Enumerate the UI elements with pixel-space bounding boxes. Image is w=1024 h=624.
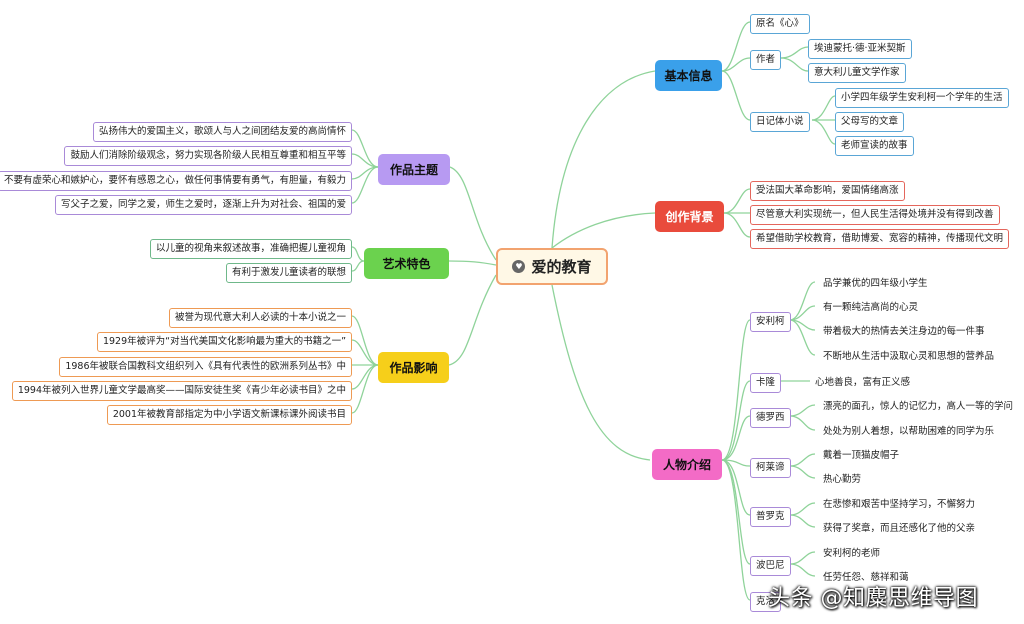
trait-derossi-1: 漂亮的面孔，惊人的记忆力，高人一等的学问 — [823, 401, 1014, 412]
heart-icon: ♥ — [512, 260, 526, 273]
center-topic[interactable]: ♥ 爱的教育 — [496, 248, 608, 285]
node-diary-novel[interactable]: 日记体小说 — [750, 112, 810, 132]
trait-coretti-2: 热心勤劳 — [823, 474, 862, 485]
node-diary-item-2[interactable]: 父母写的文章 — [835, 112, 905, 132]
trait-garrone-1: 心地善良，富有正义感 — [815, 377, 911, 388]
trait-precossi-2: 获得了奖章，而且还感化了他的父亲 — [823, 523, 976, 534]
node-character-derossi[interactable]: 德罗西 — [750, 408, 791, 428]
node-original-name[interactable]: 原名《心》 — [750, 14, 810, 34]
node-background-1[interactable]: 受法国大革命影响，爱国情绪高涨 — [750, 181, 905, 201]
node-author[interactable]: 作者 — [750, 50, 782, 70]
trait-enrico-3: 带着极大的热情去关注身边的每一件事 — [823, 326, 985, 337]
node-character-crossi[interactable]: 克洛 — [750, 592, 782, 612]
node-theme-2[interactable]: 鼓励人们消除阶级观念，努力实现各阶级人民相互尊重和相互平等 — [64, 146, 352, 166]
trait-perboni-1: 安利柯的老师 — [823, 548, 881, 559]
trait-perboni-2: 任劳任怨、慈祥和蔼 — [823, 572, 909, 583]
node-character-garrone[interactable]: 卡隆 — [750, 373, 782, 393]
node-author-name[interactable]: 埃迪蒙托·德·亚米契斯 — [808, 39, 912, 59]
node-author-desc[interactable]: 意大利儿童文学作家 — [808, 63, 906, 83]
trait-derossi-2: 处处为别人着想，以帮助困难的同学为乐 — [823, 426, 995, 437]
node-background-3[interactable]: 希望借助学校教育，借助博爱、宽容的精神，传播现代文明 — [750, 229, 1010, 249]
trait-coretti-1: 戴着一顶猫皮帽子 — [823, 450, 900, 461]
node-theme-4[interactable]: 写父子之爱，同学之爱，师生之爱时，逐渐上升为对社会、祖国的爱 — [54, 195, 352, 215]
node-impact-4[interactable]: 1994年被列入世界儿童文学最高奖——国际安徒生奖《青少年必读书目》之中 — [11, 381, 352, 401]
header-characters[interactable]: 人物介绍 — [652, 449, 722, 480]
node-theme-3[interactable]: 不要有虚荣心和嫉妒心，要怀有感恩之心，做任何事情要有勇气，有胆量，有毅力 — [0, 171, 352, 191]
node-character-enrico[interactable]: 安利柯 — [750, 312, 791, 332]
watermark: 头条 @知麋思维导图 — [768, 586, 978, 611]
node-diary-item-1[interactable]: 小学四年级学生安利柯一个学年的生活 — [835, 88, 1009, 108]
node-art-1[interactable]: 以儿童的视角来叙述故事，准确把握儿童视角 — [149, 239, 352, 259]
header-creation-background[interactable]: 创作背景 — [655, 201, 724, 232]
node-art-2[interactable]: 有利于激发儿童读者的联想 — [225, 263, 352, 283]
header-work-impact[interactable]: 作品影响 — [378, 352, 449, 383]
node-character-precossi[interactable]: 普罗克 — [750, 507, 791, 527]
node-impact-1[interactable]: 被誉为现代意大利人必读的十本小说之一 — [168, 308, 352, 328]
node-background-2[interactable]: 尽管意大利实现统一，但人民生活得处境并没有得到改善 — [750, 205, 1000, 225]
trait-precossi-1: 在悲惨和艰苦中坚持学习，不懈努力 — [823, 499, 976, 510]
trait-enrico-2: 有一颗纯洁高尚的心灵 — [823, 302, 919, 313]
node-character-coretti[interactable]: 柯莱谛 — [750, 458, 791, 478]
node-impact-5[interactable]: 2001年被教育部指定为中小学语文新课标课外阅读书目 — [106, 405, 352, 425]
node-character-perboni[interactable]: 波巴尼 — [750, 556, 791, 576]
node-diary-item-3[interactable]: 老师宣读的故事 — [835, 136, 914, 156]
node-impact-3[interactable]: 1986年被联合国教科文组织列入《具有代表性的欧洲系列丛书》中 — [59, 357, 352, 377]
node-impact-2[interactable]: 1929年被评为“对当代美国文化影响最为重大的书籍之一” — [96, 332, 352, 352]
center-topic-label: 爱的教育 — [531, 258, 592, 276]
header-work-theme[interactable]: 作品主题 — [378, 154, 450, 185]
trait-enrico-4: 不断地从生活中汲取心灵和思想的营养品 — [823, 351, 995, 362]
trait-enrico-1: 品学兼优的四年级小学生 — [823, 278, 928, 289]
header-basic-info[interactable]: 基本信息 — [655, 60, 722, 91]
header-art-features[interactable]: 艺术特色 — [364, 248, 449, 279]
node-theme-1[interactable]: 弘扬伟大的爱国主义，歌颂人与人之间团结友爱的高尚情怀 — [92, 122, 352, 142]
